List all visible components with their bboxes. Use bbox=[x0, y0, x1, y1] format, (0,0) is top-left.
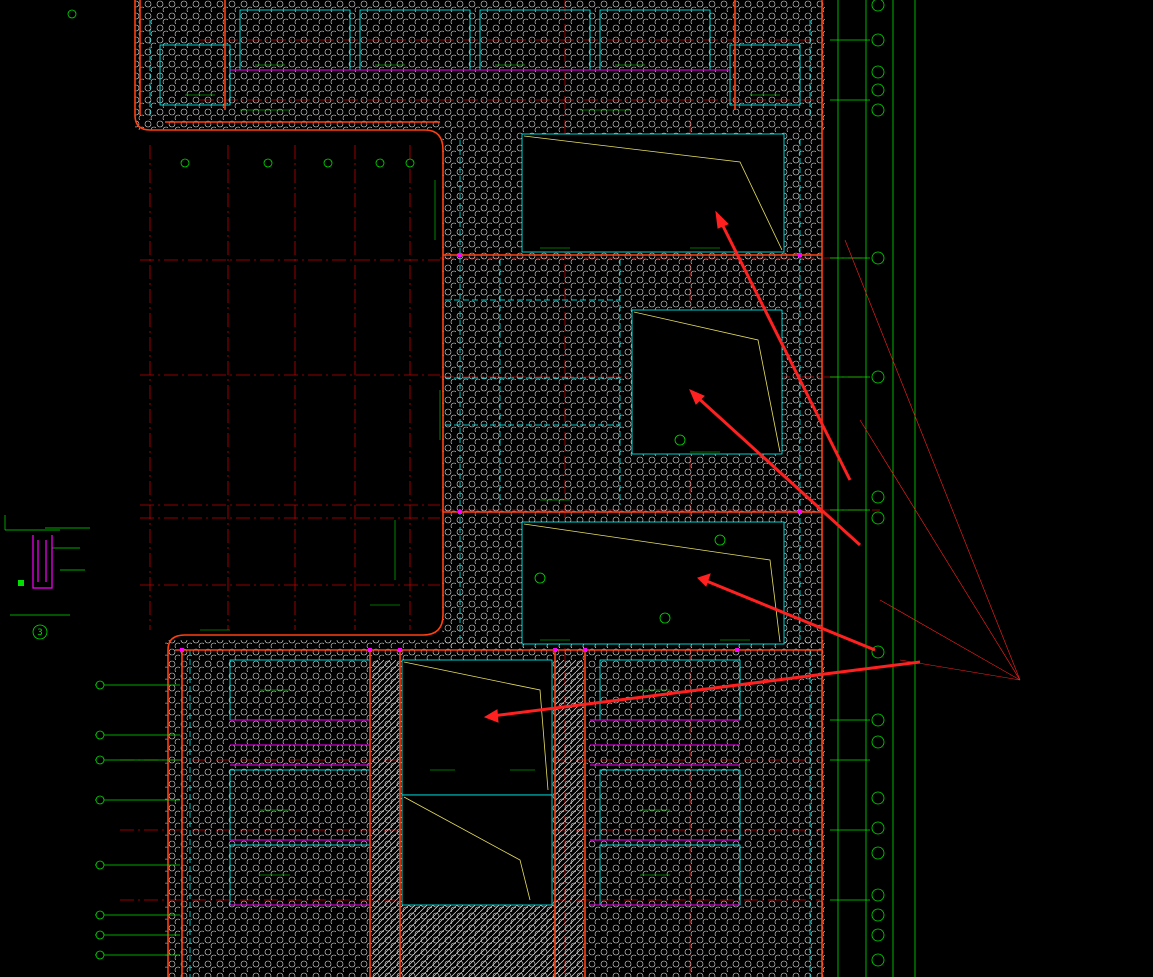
axis-bubbles bbox=[67, 0, 885, 967]
detail-number-bubble bbox=[32, 624, 48, 640]
arrow-3 bbox=[697, 573, 876, 652]
annotation-arrows bbox=[483, 210, 1021, 723]
opening-diagonals bbox=[403, 135, 783, 901]
slab-openings bbox=[159, 9, 801, 906]
arrow-1 bbox=[715, 210, 852, 481]
dimension-lines bbox=[95, 0, 916, 977]
partition-walls bbox=[230, 69, 740, 906]
beam-lines bbox=[149, 20, 811, 977]
detail-section-drawing: 3 bbox=[4, 515, 90, 640]
arrow-2 bbox=[689, 389, 862, 547]
arrow-4 bbox=[483, 660, 921, 723]
dimension-ticks bbox=[185, 64, 780, 876]
columns bbox=[180, 253, 802, 652]
detail-number: 3 bbox=[37, 628, 42, 638]
